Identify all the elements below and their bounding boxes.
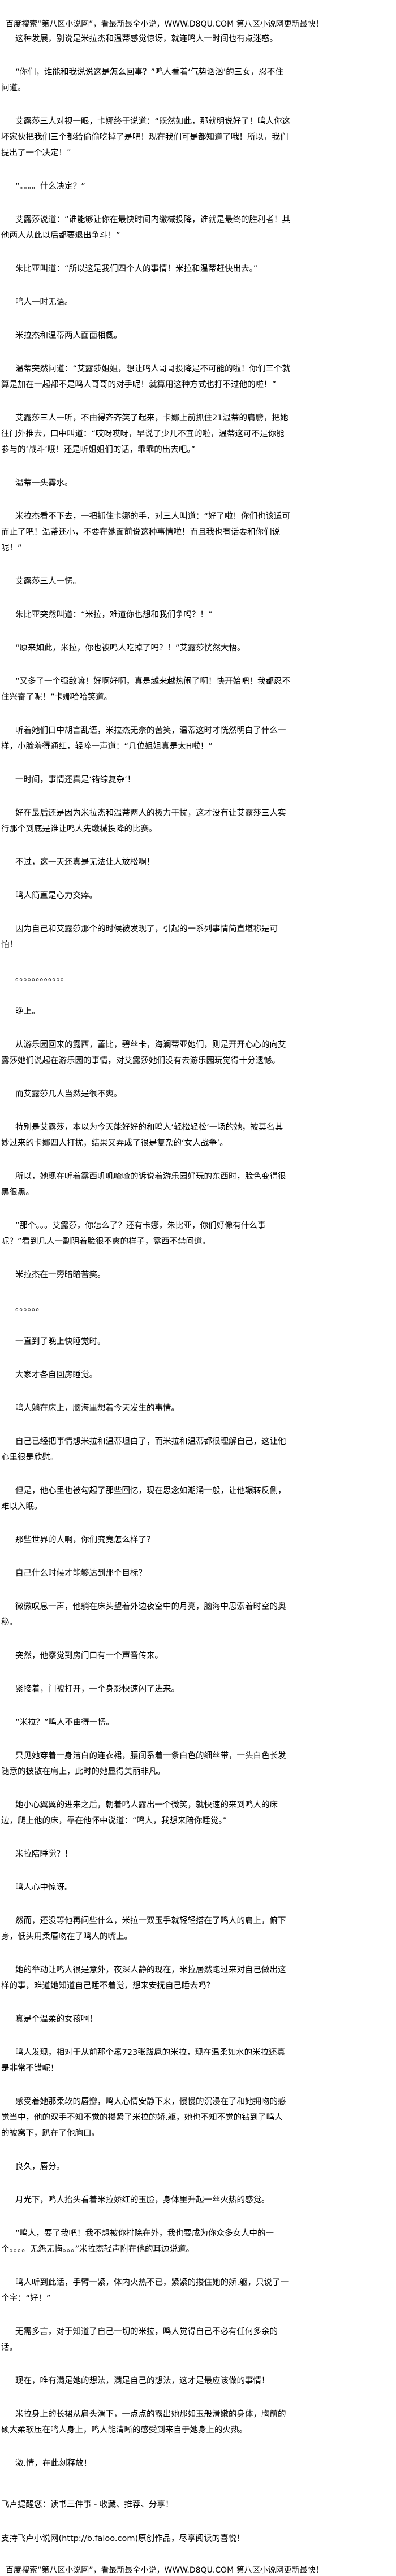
- footer-support-link: 支持飞卢小说网(http://b.faloo.com)原创作品，尽享阅读的喜悦！: [1, 2534, 245, 2543]
- paragraph: 但是，他心里也被勾起了那些回忆，现在思念如潮涌一般，让他辗转反侧，难以入眠。: [1, 1486, 286, 1511]
- paragraph: 艾露莎三人对视一眼，卡娜终于说道：“既然如此，那就明说好了！鸣人你这坏家伙把我们…: [1, 117, 291, 158]
- paragraph: 真是个温柔的女孩啊！: [15, 2015, 97, 2024]
- paragraph: 。。。。。。。。。。。。: [15, 974, 69, 983]
- paragraph: 微微叹息一声，他躺在床头望着外边夜空中的月亮，脑海中思索着时空的奥秘。: [1, 1602, 286, 1627]
- paragraph: “又多了一个强敌嘛！好啊好啊，真是越来越热闹了啊！快开始吧！我都忍不住兴奋了呢！…: [1, 677, 291, 702]
- paragraph: “原来如此，米拉，你也被鸣人吃掉了吗？！”艾露莎恍然大悟。: [15, 644, 246, 653]
- paragraph: 艾露莎说道：“谁能够让你在最快时间内缴械投降，谁就是最终的胜利者！其他两人从此以…: [1, 215, 291, 240]
- paragraph: 良久，唇分。: [15, 2162, 64, 2171]
- paragraph: 米拉杰和温蒂两人面面相觑。: [15, 331, 122, 340]
- paragraph: 特别是艾露莎，本以为今天能好好的和鸣人‘轻松轻松’一场的她，被莫名其妙过来的卡娜…: [1, 1123, 283, 1148]
- paragraph: 紧接着，门被打开，一个身影快速闪了进来。: [15, 1685, 179, 1694]
- paragraph: 感受着她那柔软的唇瓣，鸣人心情安静下来，慢慢的沉浸在了和她拥吻的感觉当中，他的双…: [1, 2097, 286, 2138]
- paragraph: “米拉？”鸣人不由得一愣。: [15, 1718, 114, 1727]
- paragraph: 无需多言，对于知道了自己一切的米拉，鸣人觉得自己不必有任何多余的话。: [1, 2327, 278, 2352]
- paragraph: 朱比亚叫道：“所以这是我们四个人的事情！米拉和温蒂赶快出去。”: [15, 264, 258, 274]
- paragraph: 鸣人发现，相对于从前那个嚣723张跋扈的米拉，现在温柔如水的米拉还真是非常不错呢…: [1, 2048, 286, 2073]
- paragraph: 朱比亚突然叫道：“米拉，难道你也想和我们争吗？！”: [15, 610, 213, 619]
- paragraph: 然而，还没等他再问些什么，米拉一双玉手就轻轻搭在了鸣人的肩上，俯下身，低头用柔唇…: [1, 1916, 286, 1941]
- paragraph: 鸣人听到此话，手臂一紧，体内火热不已，紧紧的搂住她的娇.躯，只说了一个字：“好！…: [1, 2278, 289, 2303]
- paragraph: 她小心翼翼的进来之后，朝着鸣人露出一个微笑，就快速的来到鸣人的床边，爬上他的床，…: [1, 1801, 278, 1825]
- paragraph: 米拉杰看不下去，一把抓住卡娜的手，对三人叫道：“好了啦！你们也该适可而止了吧！温…: [1, 512, 291, 553]
- paragraph: 鸣人简直是心力交瘁。: [15, 891, 97, 900]
- paragraph: 激.情，在此刻释放！: [15, 2459, 92, 2468]
- paragraph: 只见她穿着一身洁白的连衣裙，腰间系着一条白色的细丝带，一头白色长发随意的披散在肩…: [1, 1751, 286, 1776]
- paragraph: 温蒂一头雾水。: [15, 479, 73, 488]
- paragraph: 鸣人一时无语。: [15, 298, 73, 307]
- paragraph: 从游乐园回来的露西，蕾比，碧丝卡，海澜蒂亚她们，则是开开心心的向艾露莎她们说起在…: [1, 1040, 286, 1065]
- paragraph: 因为自己和艾露莎那个的时候被发现了，引起的一系列事情简直堪称是可怕！: [1, 925, 278, 949]
- paragraph: “你们，谁能和我说说这是怎么回事？”鸣人看着‘气势汹汹’的三女，忍不住问道。: [1, 68, 283, 93]
- paragraph: 一直到了晚上快睡觉时。: [15, 1337, 106, 1346]
- paragraph: 米拉身上的长裙从肩头滑下，一点点的露出她那如玉般滑嫩的身体，胸前的硕大柔软压在鸣…: [1, 2410, 286, 2435]
- paragraph: 月光下，鸣人抬头看着米拉娇红的玉脸，身体里升起一丝火热的感觉。: [15, 2196, 270, 2205]
- paragraph: 。。。。。。: [15, 1304, 44, 1313]
- paragraph: “。。。。什么决定？”: [15, 182, 85, 191]
- paragraph: 艾露莎三人一听，不由得齐齐笑了起来，卡娜上前抓住21温蒂的肩膀，把她往门外推去，…: [1, 414, 289, 454]
- paragraph: 大家才各自回房睡觉。: [15, 1371, 97, 1380]
- paragraph: 而艾露莎几人当然是很不爽。: [15, 1090, 122, 1099]
- footer-reminder: 飞卢提醒您：读书三件事 - 收藏、推荐、分享！: [1, 2500, 174, 2509]
- paragraph: 温蒂突然问道：“艾露莎姐姐，想让鸣人哥哥投降是不可能的啦！你们三个就算是加在一起…: [1, 365, 291, 389]
- paragraph: 那些世界的人啊，你们究竟怎么样了？: [15, 1536, 155, 1545]
- paragraph: 一时间，事情还真是‘错综复杂’！: [15, 775, 136, 784]
- paragraph: 鸣人心中惊讶。: [15, 1883, 73, 1892]
- site-banner-bottom: 百度搜索“第八区小说网”，看最新最全小说，WWW.D8QU.COM 第八区小说网…: [6, 2566, 324, 2575]
- paragraph: 这种发展，别说是米拉杰和温蒂感觉惊讶，就连鸣人一时间也有点迷惑。: [15, 34, 278, 44]
- footer: 飞卢提醒您：读书三件事 - 收藏、推荐、分享！ 支持飞卢小说网(http://b…: [1, 2489, 291, 2547]
- paragraph: 晚上。: [15, 1007, 40, 1016]
- paragraph: 自己已经把事情想米拉和温蒂坦白了，而米拉和温蒂都很理解自己，这让他心里很是欣慰。: [1, 1437, 286, 1462]
- chapter-content: 这种发展，别说是米拉杰和温蒂感觉惊讶，就连鸣人一时间也有点迷惑。 “你们，谁能和我…: [1, 31, 291, 2471]
- paragraph: 现在，唯有满足她的想法，满足自己的想法，这才是最应该做的事情！: [15, 2376, 270, 2386]
- paragraph: 艾露莎三人一愣。: [15, 577, 81, 586]
- paragraph: 所以，她现在听着露西叽叽喳喳的诉说着游乐园好玩的东西时，脸色变得很黑很黑。: [1, 1172, 286, 1197]
- paragraph: “鸣人，要了我吧！我不想被你排除在外，我也要成为你众多女人中的一个。。。。无怨无…: [1, 2229, 274, 2254]
- paragraph: “那个。。。艾露莎，你怎么了？还有卡娜，朱比亚，你们好像有什么事呢？”看到几人一…: [1, 1221, 266, 1246]
- paragraph: 突然，他察觉到房门口有一个声音传来。: [15, 1651, 163, 1660]
- paragraph: 听着她们口中胡言乱语，米拉杰无奈的苦笑，温蒂这时才恍然明白了什么一样，小脸羞得通…: [1, 726, 286, 751]
- paragraph: 自己什么时候才能够达到那个目标？: [15, 1569, 147, 1578]
- paragraph: 米拉陪睡觉？！: [15, 1850, 73, 1859]
- paragraph: 鸣人躺在床上，脑海里想着今天发生的事情。: [15, 1404, 179, 1413]
- paragraph: 好在最后还是因为米拉杰和温蒂两人的极力干扰，这才没有让艾露莎三人实行那个到底是谁…: [1, 809, 286, 834]
- paragraph: 米拉杰在一旁暗暗苦笑。: [15, 1270, 106, 1280]
- paragraph: 不过，这一天还真是无法让人放松啊！: [15, 858, 155, 867]
- site-banner-top: 百度搜索“第八区小说网”，看最新最全小说，WWW.D8QU.COM 第八区小说网…: [6, 20, 324, 29]
- paragraph: 她的举动让鸣人很是意外，夜深人静的现在，米拉居然跑过来对自己做出这样的事，难道她…: [1, 1966, 286, 1990]
- page: 百度搜索“第八区小说网”，看最新最全小说，WWW.D8QU.COM 第八区小说网…: [1, 20, 324, 2575]
